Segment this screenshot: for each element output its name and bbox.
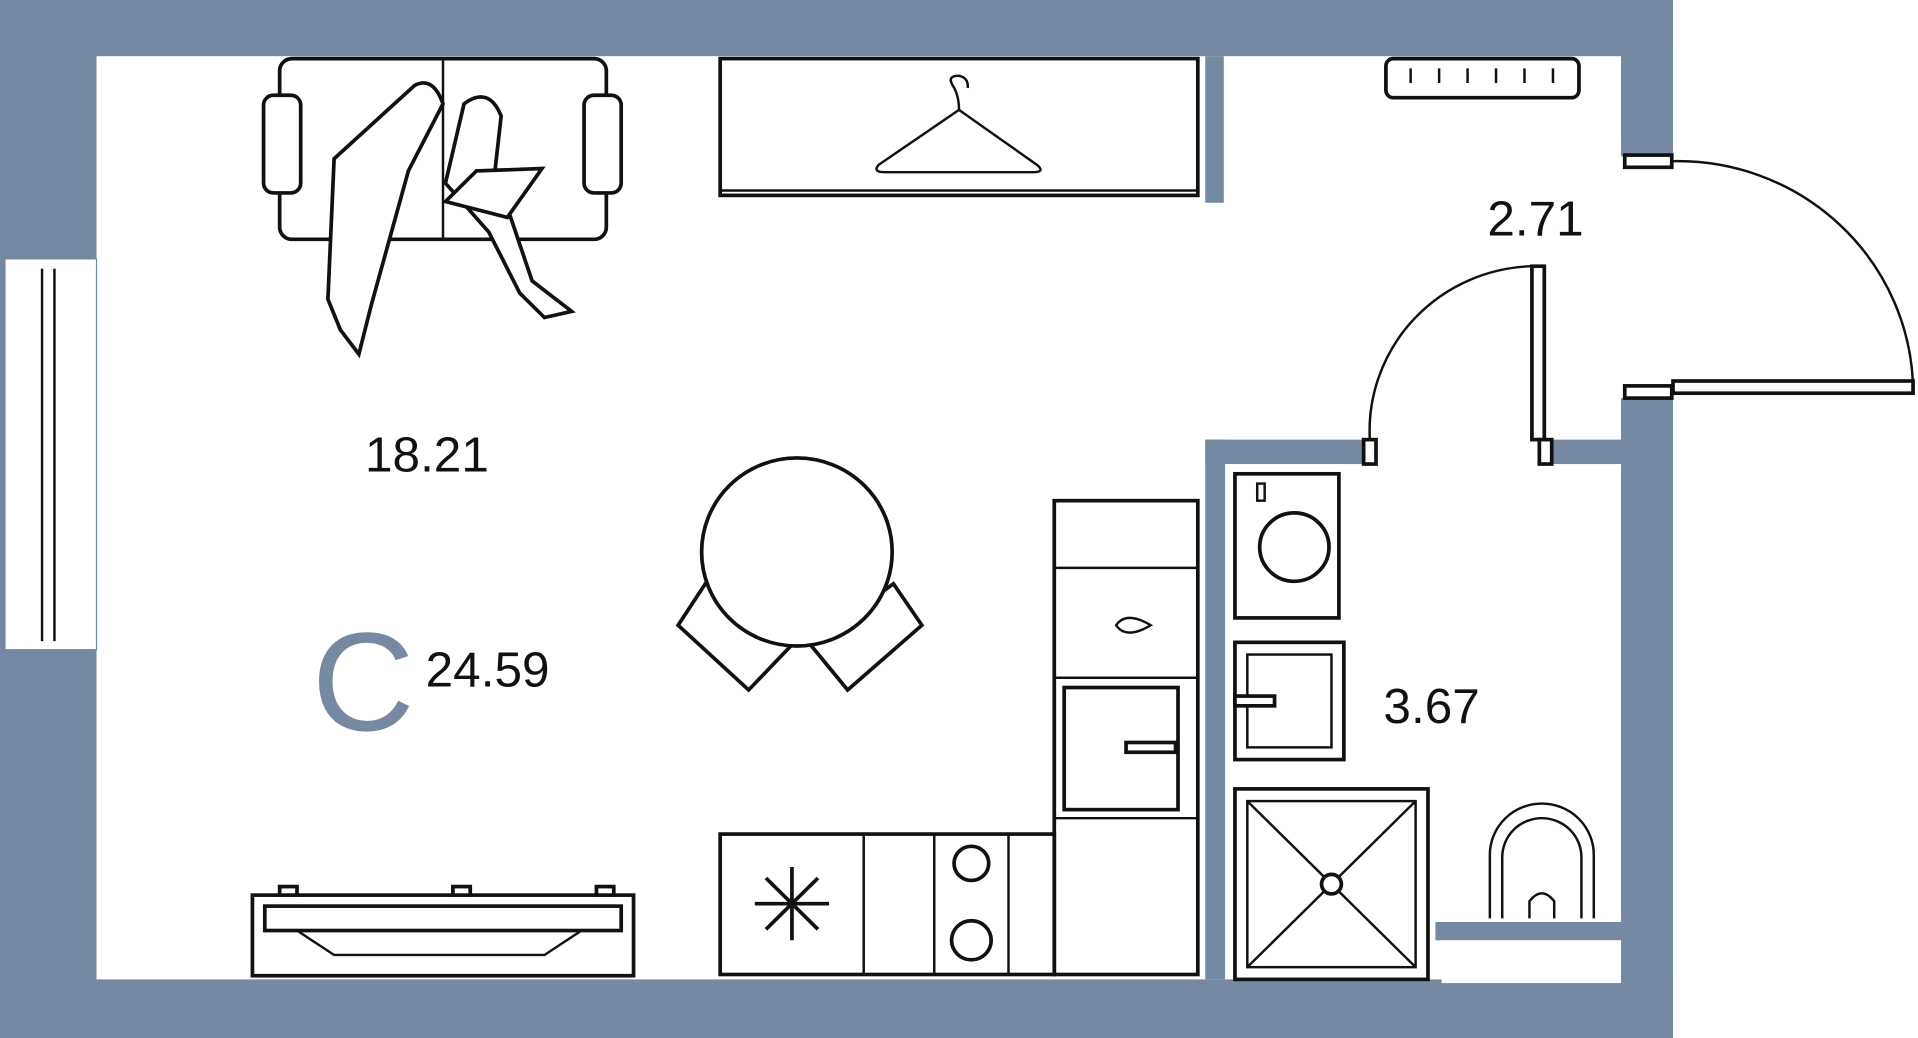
bathroom-area: 3.67 [1383,679,1479,734]
total-area: 24.59 [426,643,550,698]
tv-stand [250,884,636,978]
sofa-with-people [261,56,624,359]
window [4,258,98,651]
snowflake-icon [754,867,830,941]
hallway-area: 2.71 [1487,192,1583,247]
kitchen [718,498,1200,977]
apartment-type-letter: С [312,603,415,760]
bathroom-fixtures [1233,471,1596,982]
radiator [1384,56,1581,100]
dining-table [675,456,925,693]
entrance-door[interactable] [1622,153,1915,400]
bathroom-door[interactable] [1361,264,1554,466]
wardrobe [718,56,1200,198]
living-room-area: 18.21 [365,428,489,483]
